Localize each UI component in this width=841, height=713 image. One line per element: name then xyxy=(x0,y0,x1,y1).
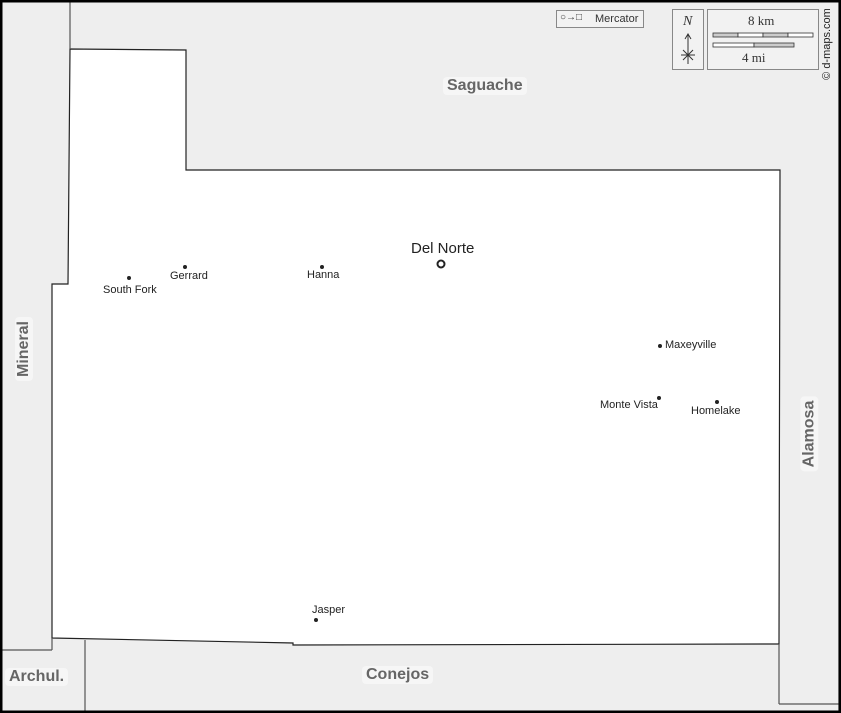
credit-label: © d-maps.com xyxy=(820,8,833,80)
projection-label: Mercator xyxy=(595,13,639,25)
town-dot xyxy=(183,265,187,269)
scale-bar: 8 km 4 mi xyxy=(707,9,819,70)
town-label: Gerrard xyxy=(170,270,208,282)
scale-km-label: 8 km xyxy=(748,13,775,28)
capital-label: Del Norte xyxy=(411,240,475,257)
north-label: N xyxy=(683,14,693,29)
town-label: Hanna xyxy=(307,269,340,281)
town-label: South Fork xyxy=(103,284,157,296)
town-dot xyxy=(657,396,661,400)
region-saguache: Saguache xyxy=(443,77,527,95)
circle-to-square-icon: ○→□ xyxy=(560,12,583,23)
region-alamosa: Alamosa xyxy=(800,396,819,472)
town-dot xyxy=(314,618,318,622)
projection-legend: ○→□ Mercator xyxy=(556,10,644,28)
north-arrow: N xyxy=(672,9,704,70)
capital-marker xyxy=(436,259,446,269)
town-label: Jasper xyxy=(312,604,346,616)
county-shape xyxy=(51,48,781,646)
town-dot xyxy=(715,400,719,404)
town-label: Homelake xyxy=(691,405,741,417)
scale-bars xyxy=(712,32,814,48)
town-markers xyxy=(127,265,719,622)
town-dot xyxy=(127,276,131,280)
compass-icon xyxy=(681,33,695,64)
region-mineral: Mineral xyxy=(15,316,34,382)
region-archuleta: Archul. xyxy=(5,668,69,686)
region-conejos: Conejos xyxy=(362,666,434,684)
town-dot xyxy=(320,265,324,269)
town-label: Maxeyville xyxy=(665,339,717,351)
town-dot xyxy=(658,344,662,348)
scale-mi-label: 4 mi xyxy=(742,50,766,65)
town-label: Monte Vista xyxy=(600,399,658,411)
